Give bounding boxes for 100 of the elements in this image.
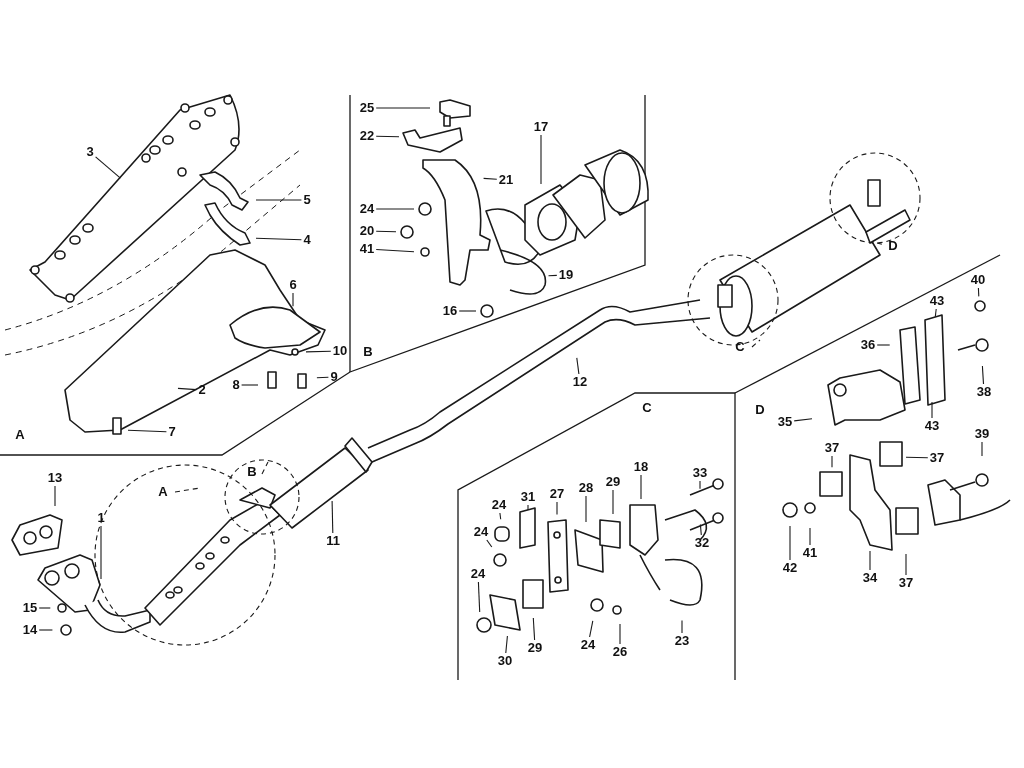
leader-line bbox=[640, 474, 642, 500]
leader-line bbox=[699, 480, 701, 490]
leader-line bbox=[375, 248, 415, 253]
leader-line bbox=[931, 401, 933, 419]
callout-number: 20 bbox=[358, 224, 376, 238]
callout-number: 24 bbox=[472, 525, 490, 539]
leader-line bbox=[527, 504, 529, 511]
leader-line bbox=[292, 292, 294, 307]
leader-line bbox=[305, 350, 332, 353]
callout-number: 9 bbox=[329, 370, 339, 384]
leader-line bbox=[38, 607, 51, 609]
callout-number: 17 bbox=[532, 120, 550, 134]
leader-line bbox=[576, 357, 580, 375]
leader-line bbox=[547, 274, 558, 277]
callout-number: 33 bbox=[691, 466, 709, 480]
detail-letter: A bbox=[15, 428, 25, 442]
callout-number: 13 bbox=[46, 471, 64, 485]
callout-number: 19 bbox=[557, 268, 575, 282]
callout-number: 4 bbox=[302, 233, 312, 247]
leader-line bbox=[375, 230, 397, 233]
leader-line bbox=[54, 485, 56, 507]
leader-line bbox=[876, 344, 891, 346]
leader-line bbox=[681, 619, 683, 634]
callout-number: 42 bbox=[781, 561, 799, 575]
callout-number: 1 bbox=[96, 511, 106, 525]
leader-line bbox=[255, 237, 302, 241]
callout-number: 5 bbox=[302, 193, 312, 207]
leader-line bbox=[483, 177, 498, 180]
leader-line bbox=[375, 107, 431, 109]
leader-line bbox=[981, 441, 983, 457]
callout-number: 43 bbox=[923, 419, 941, 433]
detail-letter: C bbox=[642, 401, 652, 415]
leader-line bbox=[585, 495, 587, 523]
detail-letter: C bbox=[735, 340, 745, 354]
leader-line bbox=[612, 489, 614, 515]
callout-number: 37 bbox=[897, 576, 915, 590]
detail-letter: A bbox=[158, 485, 168, 499]
leader-line bbox=[241, 384, 259, 386]
callout-number: 28 bbox=[577, 481, 595, 495]
leader-line bbox=[789, 525, 791, 561]
leader-line bbox=[981, 365, 985, 385]
callout-number: 2 bbox=[197, 383, 207, 397]
callout-number: 34 bbox=[861, 571, 879, 585]
leader-line bbox=[556, 501, 558, 516]
callout-number: 25 bbox=[358, 101, 376, 115]
leader-line bbox=[619, 623, 621, 645]
leader-line bbox=[316, 376, 329, 379]
callout-number: 10 bbox=[331, 344, 349, 358]
leader-line bbox=[331, 500, 334, 534]
callout-number: 30 bbox=[496, 654, 514, 668]
callout-number: 18 bbox=[632, 460, 650, 474]
callout-number: 11 bbox=[325, 534, 341, 548]
leader-line bbox=[127, 429, 167, 433]
callout-number: 37 bbox=[823, 441, 841, 455]
leader-line bbox=[477, 581, 481, 613]
callout-number: 29 bbox=[526, 641, 544, 655]
callout-number: 8 bbox=[231, 378, 241, 392]
leader-line bbox=[869, 550, 871, 571]
callout-number: 24 bbox=[579, 638, 597, 652]
callout-number: 40 bbox=[969, 273, 987, 287]
leader-line bbox=[540, 134, 542, 185]
callout-number: 37 bbox=[928, 451, 946, 465]
callout-number: 35 bbox=[776, 415, 794, 429]
leader-line bbox=[375, 135, 400, 138]
leader-line bbox=[977, 287, 980, 297]
callout-number: 14 bbox=[21, 623, 39, 637]
leader-line bbox=[793, 418, 813, 422]
detail-letter: D bbox=[755, 403, 765, 417]
leader-line bbox=[934, 308, 937, 318]
leader-line bbox=[375, 208, 415, 210]
callout-number: 21 bbox=[497, 173, 515, 187]
leader-line bbox=[905, 456, 929, 459]
leader-line bbox=[831, 455, 833, 468]
leader-line bbox=[177, 387, 197, 391]
callout-number: 38 bbox=[975, 385, 993, 399]
callout-number: 7 bbox=[167, 425, 177, 439]
callout-number: 22 bbox=[358, 129, 376, 143]
callout-number: 24 bbox=[490, 498, 508, 512]
leader-line bbox=[486, 539, 493, 548]
callout-number: 23 bbox=[673, 634, 691, 648]
callout-number: 41 bbox=[358, 242, 376, 256]
detail-letter: D bbox=[888, 239, 898, 253]
leader-line bbox=[100, 525, 102, 580]
leader-line bbox=[458, 310, 477, 312]
callout-number: 12 bbox=[571, 375, 589, 389]
callout-number: 24 bbox=[358, 202, 376, 216]
callout-number: 32 bbox=[693, 536, 711, 550]
leader-line bbox=[699, 523, 702, 536]
callout-number: 3 bbox=[85, 145, 95, 159]
leader-line bbox=[809, 527, 811, 546]
callout-number: 15 bbox=[21, 601, 39, 615]
leader-line bbox=[499, 512, 502, 520]
leader-line bbox=[905, 553, 907, 576]
callout-number: 39 bbox=[973, 427, 991, 441]
callout-number: 16 bbox=[441, 304, 459, 318]
leader-line bbox=[505, 635, 508, 654]
callout-number: 29 bbox=[604, 475, 622, 489]
callout-number: 36 bbox=[859, 338, 877, 352]
leader-line bbox=[255, 199, 302, 201]
callout-number: 43 bbox=[928, 294, 946, 308]
